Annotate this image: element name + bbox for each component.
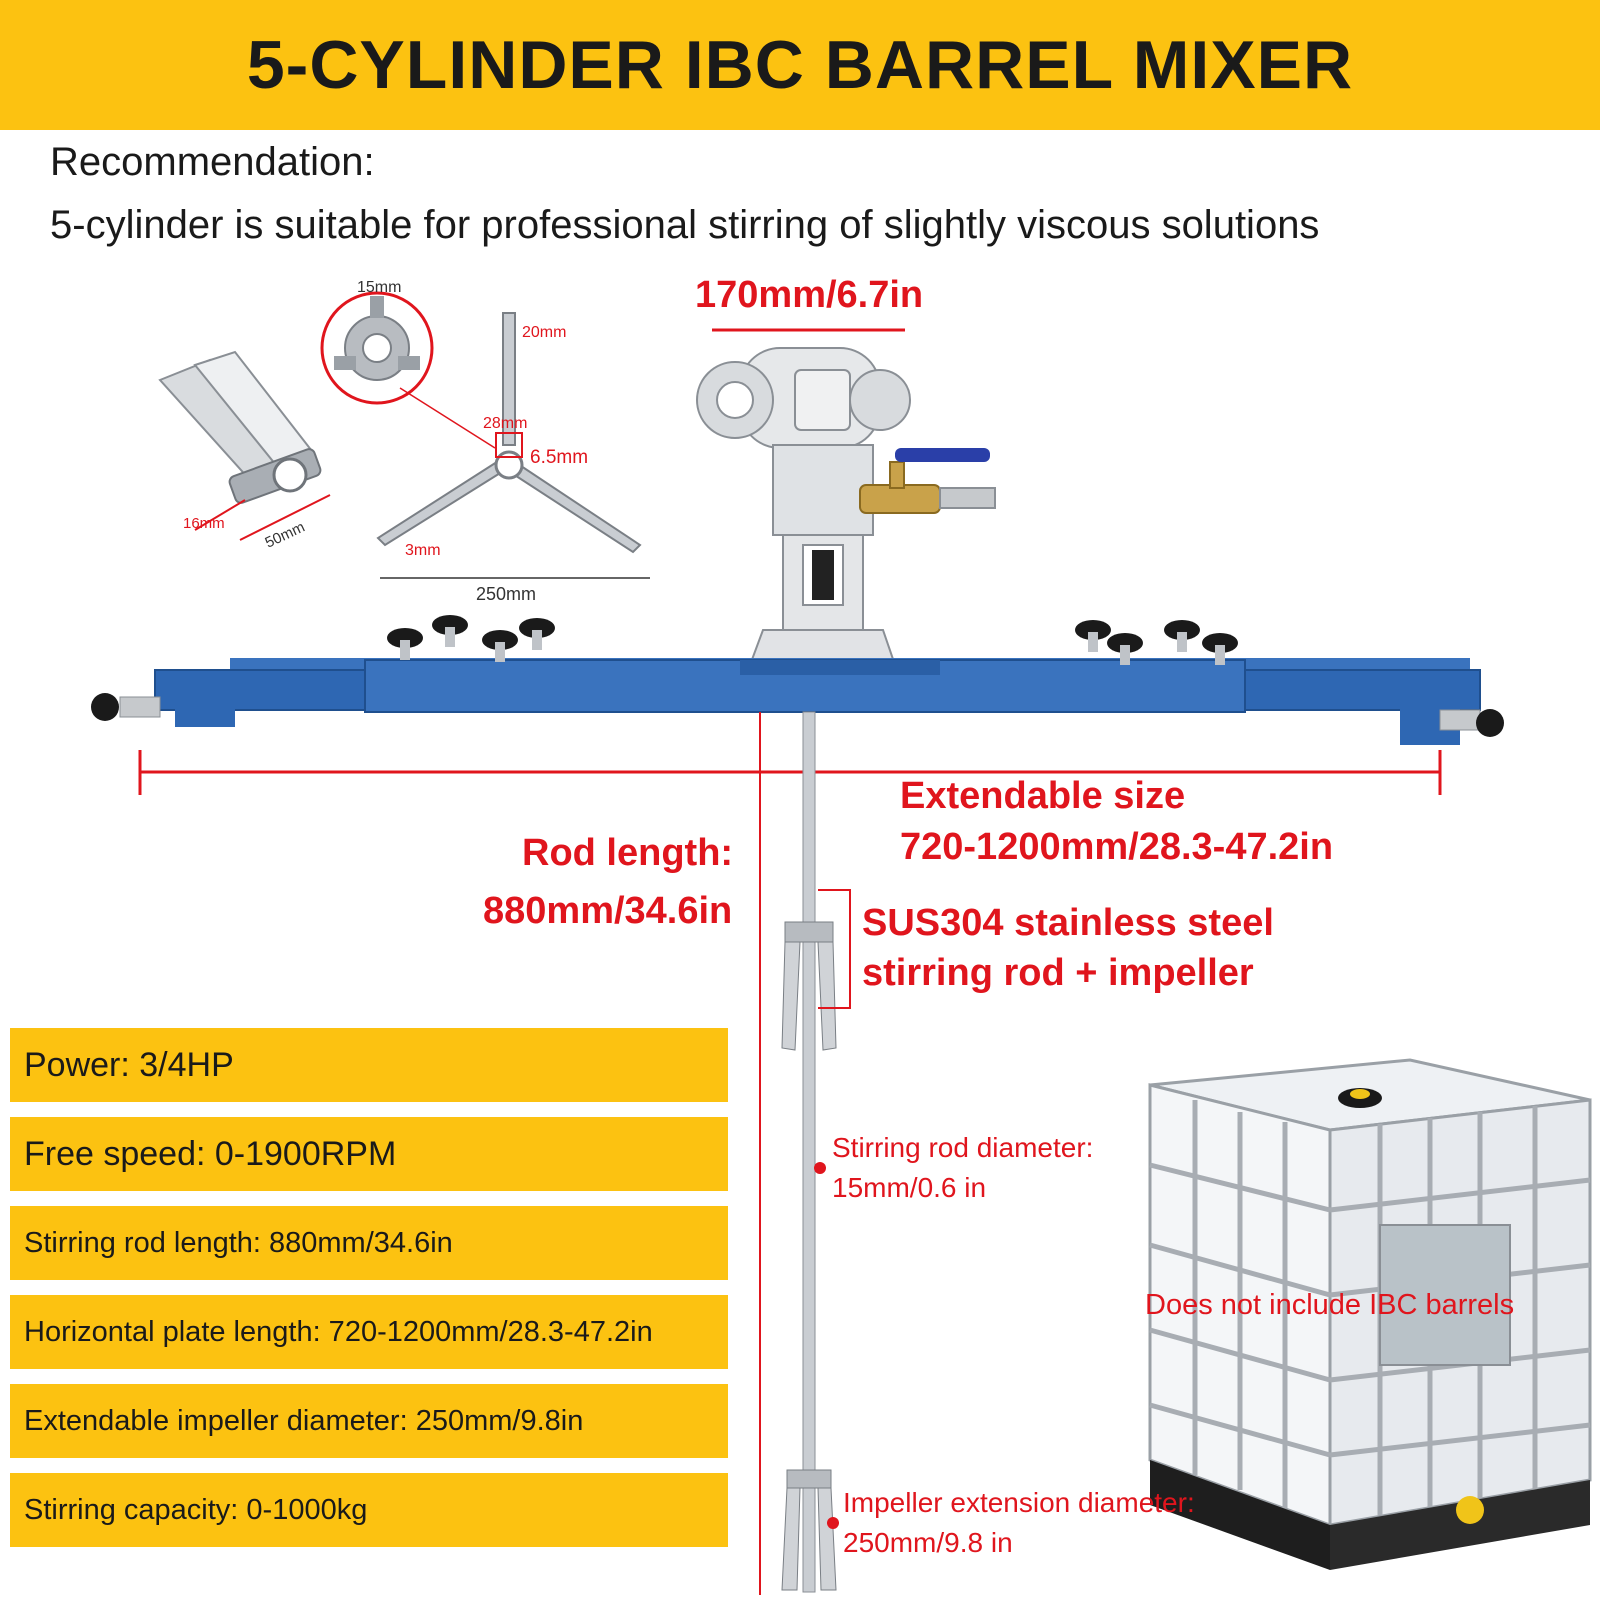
spec-capacity: Stirring capacity: 0-1000kg xyxy=(10,1473,728,1547)
spec-plate-length: Horizontal plate length: 720-1200mm/28.3… xyxy=(10,1295,728,1369)
extendable-size-value: 720-1200mm/28.3-47.2in xyxy=(900,826,1334,868)
impeller-span-dim: 250mm xyxy=(476,584,536,604)
blade-thickness-dim: 3mm xyxy=(405,542,441,559)
extendable-size-marker xyxy=(138,750,1442,795)
recommendation-heading: Recommendation: xyxy=(50,140,375,184)
hub-pin-dim: 6.5mm xyxy=(530,447,588,468)
air-motor xyxy=(696,347,996,666)
title-band: 5-CYLINDER IBC BARREL MIXER xyxy=(0,0,1600,130)
impeller-diameter-title: Impeller extension diameter: xyxy=(843,1487,1195,1518)
hub-width-dim: 28mm xyxy=(483,415,527,432)
spec-free-speed: Free speed: 0-1900RPM xyxy=(10,1117,728,1191)
rod-length-value: 880mm/34.6in xyxy=(483,890,733,932)
spec-capacity-label: Stirring capacity: 0-1000kg xyxy=(24,1493,368,1526)
spec-rod-length: Stirring rod length: 880mm/34.6in xyxy=(10,1206,728,1280)
clamp-knobs xyxy=(387,615,1238,665)
rod-diameter-title: Stirring rod diameter: xyxy=(832,1132,1094,1163)
page-title: 5-CYLINDER IBC BARREL MIXER xyxy=(246,27,1354,103)
spec-impeller-diameter: Extendable impeller diameter: 250mm/9.8i… xyxy=(10,1384,728,1458)
extendable-size-title: Extendable size xyxy=(900,775,1186,817)
spec-plate-length-label: Horizontal plate length: 720-1200mm/28.3… xyxy=(24,1315,653,1348)
ibc-tote xyxy=(1148,1058,1592,1570)
impeller-hub-zoom xyxy=(320,291,496,449)
rod-length-title: Rod length: xyxy=(522,832,734,874)
recommendation-text: 5-cylinder is suitable for professional … xyxy=(50,203,1320,247)
impeller-detail xyxy=(376,312,650,579)
rod-diameter-value: 15mm/0.6 in xyxy=(832,1172,987,1203)
spec-free-speed-label: Free speed: 0-1900RPM xyxy=(24,1134,397,1173)
spec-power-label: Power: 3/4HP xyxy=(24,1045,234,1084)
hub-bore-dim: 15mm xyxy=(357,279,401,296)
rod-material-line2: stirring rod + impeller xyxy=(862,952,1254,994)
clamp-dim-b: 50mm xyxy=(263,519,308,552)
clamp-detail xyxy=(158,350,331,541)
motor-width-label: 170mm/6.7in xyxy=(695,274,924,316)
stirring-rod xyxy=(781,711,851,1593)
clamp-dim-a: 16mm xyxy=(183,515,225,532)
blade-tip-dim: 20mm xyxy=(522,324,566,341)
horizontal-frame xyxy=(91,658,1504,745)
spec-rod-length-label: Stirring rod length: 880mm/34.6in xyxy=(24,1226,453,1259)
rod-material-line1: SUS304 stainless steel xyxy=(862,902,1274,944)
ibc-not-included-note: Does not include IBC barrels xyxy=(1145,1289,1515,1321)
impeller-diameter-value: 250mm/9.8 in xyxy=(843,1527,1013,1558)
spec-power: Power: 3/4HP xyxy=(10,1028,728,1102)
spec-impeller-diameter-label: Extendable impeller diameter: 250mm/9.8i… xyxy=(24,1404,584,1437)
